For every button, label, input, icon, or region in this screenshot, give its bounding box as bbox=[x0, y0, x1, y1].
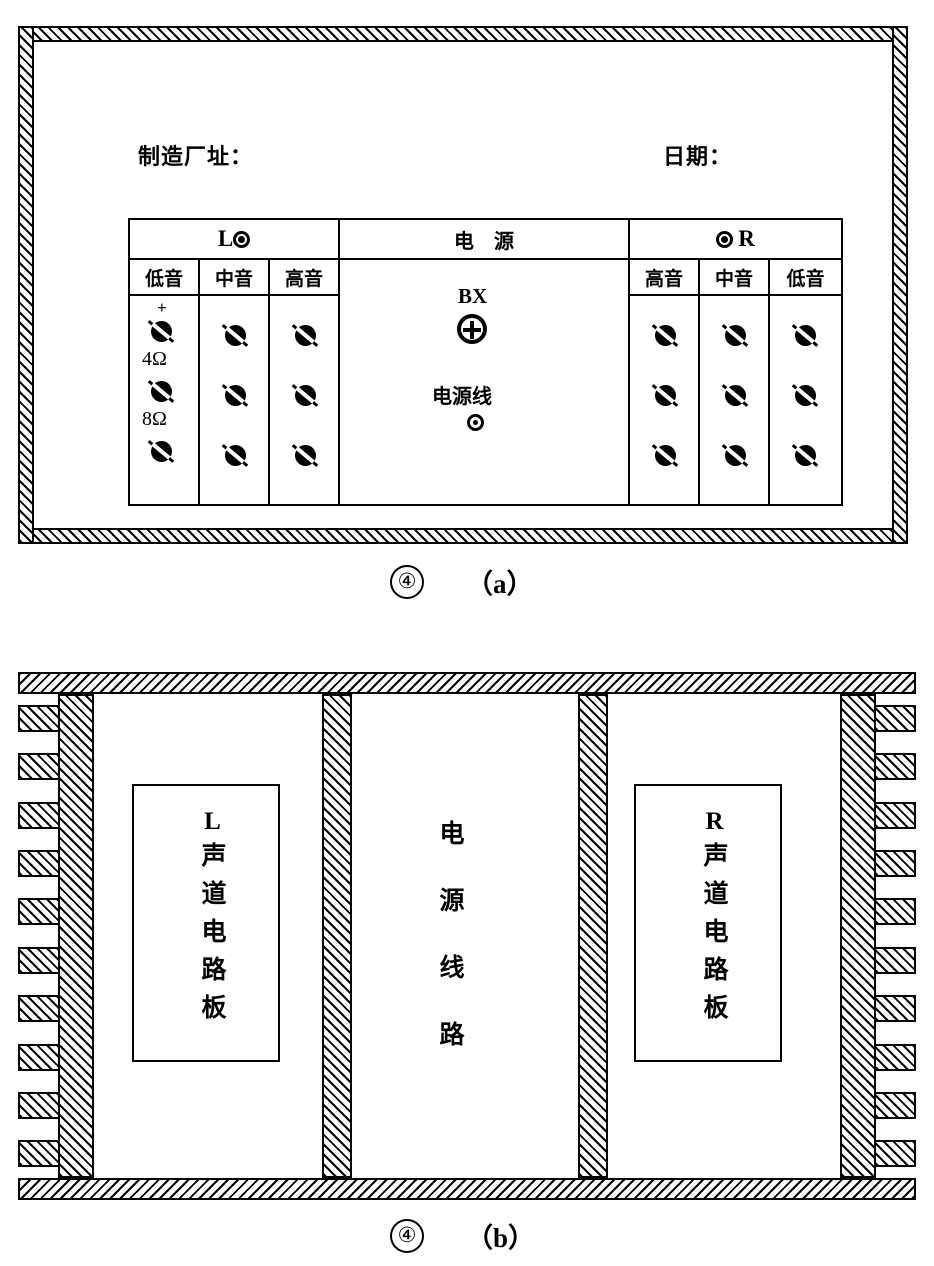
panel-a-rear-view: 制造厂址： 日期： L 电 源 R 低音 中音 高音 高音 中音 低音 + 4Ω… bbox=[18, 26, 908, 544]
chassis-top-rail bbox=[18, 672, 916, 694]
heatsink-fin bbox=[18, 753, 60, 780]
header-left-letter: L bbox=[217, 226, 234, 251]
terminal-column-right-mid bbox=[700, 296, 770, 504]
header-power: 电 源 bbox=[340, 220, 630, 260]
terminal-panel-table: L 电 源 R 低音 中音 高音 高音 中音 低音 + 4Ω 8Ω bbox=[128, 218, 843, 506]
binding-post[interactable] bbox=[220, 380, 250, 410]
binding-post[interactable] bbox=[720, 320, 750, 350]
header-right-letter: R bbox=[738, 226, 755, 251]
binding-post[interactable] bbox=[790, 320, 820, 350]
chassis-wall-right bbox=[892, 26, 908, 544]
terminal-column-left-treble bbox=[270, 296, 340, 504]
heatsink-fin bbox=[874, 898, 916, 925]
heatsink-fin bbox=[874, 1044, 916, 1071]
binding-post[interactable] bbox=[290, 440, 320, 470]
manufacturer-label: 制造厂址： bbox=[138, 145, 254, 170]
impedance-8-ohm-label: 8Ω bbox=[142, 408, 167, 430]
terminal-column-right-treble bbox=[630, 296, 700, 504]
right-board-label: 声道电路板 bbox=[700, 842, 729, 1032]
chassis-wall-bottom bbox=[18, 528, 908, 544]
heatsink-fin bbox=[874, 850, 916, 877]
heatsink-fin bbox=[874, 1092, 916, 1119]
subheader-right-treble: 高音 bbox=[630, 260, 700, 296]
heatsink-fin bbox=[874, 1140, 916, 1167]
subheader-left-treble: 高音 bbox=[270, 260, 340, 296]
binding-post[interactable] bbox=[220, 440, 250, 470]
left-board-prefix: L bbox=[199, 808, 226, 848]
left-channel-board: L 声道电路板 bbox=[132, 784, 280, 1062]
binding-post[interactable] bbox=[146, 376, 176, 406]
binding-post[interactable] bbox=[146, 316, 176, 346]
binding-post[interactable] bbox=[790, 440, 820, 470]
terminal-column-left-bass: + 4Ω 8Ω bbox=[130, 296, 200, 504]
center-power-wiring-label: 电源线路 bbox=[436, 820, 465, 1088]
heatsink-fin bbox=[874, 947, 916, 974]
power-cord-label: 电源线 bbox=[432, 384, 492, 408]
heatsink-left-spine bbox=[58, 694, 94, 1178]
chassis-bottom-rail bbox=[18, 1178, 916, 1200]
heatsink-fin bbox=[18, 898, 60, 925]
heatsink-fin bbox=[18, 802, 60, 829]
panel-b-top-view: L 声道电路板 电源线路 R 声道电路板 bbox=[0, 672, 934, 1200]
terminal-column-left-mid bbox=[200, 296, 270, 504]
binding-post[interactable] bbox=[720, 440, 750, 470]
heatsink-fin bbox=[874, 705, 916, 732]
binding-post[interactable] bbox=[650, 440, 680, 470]
heatsink-fin bbox=[874, 802, 916, 829]
figure-number-b: ④ bbox=[390, 1218, 424, 1253]
chassis-divider-right bbox=[578, 694, 608, 1178]
heatsink-fin bbox=[18, 995, 60, 1022]
date-label: 日期： bbox=[663, 145, 733, 170]
left-board-label: 声道电路板 bbox=[198, 842, 227, 1032]
heatsink-fin bbox=[18, 705, 60, 732]
chassis-wall-top bbox=[18, 26, 908, 42]
chassis-wall-left bbox=[18, 26, 34, 544]
caption-b: ④ （b） bbox=[390, 1216, 535, 1255]
binding-post[interactable] bbox=[650, 380, 680, 410]
binding-post[interactable] bbox=[220, 320, 250, 350]
binding-post[interactable] bbox=[790, 380, 820, 410]
fuse-circle-cross-icon[interactable] bbox=[457, 314, 487, 344]
heatsink-fin bbox=[874, 753, 916, 780]
heatsink-fin bbox=[18, 1140, 60, 1167]
binding-post[interactable] bbox=[650, 320, 680, 350]
polarity-plus-label: + bbox=[157, 298, 167, 317]
rca-jack-icon bbox=[716, 230, 734, 248]
rca-jack-icon bbox=[233, 230, 251, 248]
binding-post[interactable] bbox=[290, 380, 320, 410]
figure-label-a: （a） bbox=[466, 569, 534, 599]
power-compartment: BX 电源线 bbox=[340, 260, 630, 504]
right-board-prefix: R bbox=[701, 808, 728, 848]
terminal-column-right-bass bbox=[770, 296, 841, 504]
right-channel-board: R 声道电路板 bbox=[634, 784, 782, 1062]
fuse-label: BX bbox=[458, 284, 488, 308]
heatsink-fin bbox=[18, 1092, 60, 1119]
heatsink-fin bbox=[18, 947, 60, 974]
header-left-channel: L bbox=[130, 220, 340, 260]
subheader-left-bass: 低音 bbox=[130, 260, 200, 296]
heatsink-fin bbox=[18, 850, 60, 877]
impedance-4-ohm-label: 4Ω bbox=[142, 348, 167, 370]
figure-number-a: ④ bbox=[390, 564, 424, 599]
cord-hole-icon[interactable] bbox=[467, 414, 484, 431]
binding-post[interactable] bbox=[290, 320, 320, 350]
binding-post[interactable] bbox=[146, 436, 176, 466]
figure-label-b: （b） bbox=[466, 1223, 536, 1253]
subheader-right-mid: 中音 bbox=[700, 260, 770, 296]
subheader-right-bass: 低音 bbox=[770, 260, 841, 296]
binding-post[interactable] bbox=[720, 380, 750, 410]
heatsink-fin bbox=[18, 1044, 60, 1071]
heatsink-fin bbox=[874, 995, 916, 1022]
chassis-divider-left bbox=[322, 694, 352, 1178]
caption-a: ④ （a） bbox=[390, 562, 534, 601]
heatsink-right-spine bbox=[840, 694, 876, 1178]
subheader-left-mid: 中音 bbox=[200, 260, 270, 296]
header-right-channel: R bbox=[630, 220, 841, 260]
